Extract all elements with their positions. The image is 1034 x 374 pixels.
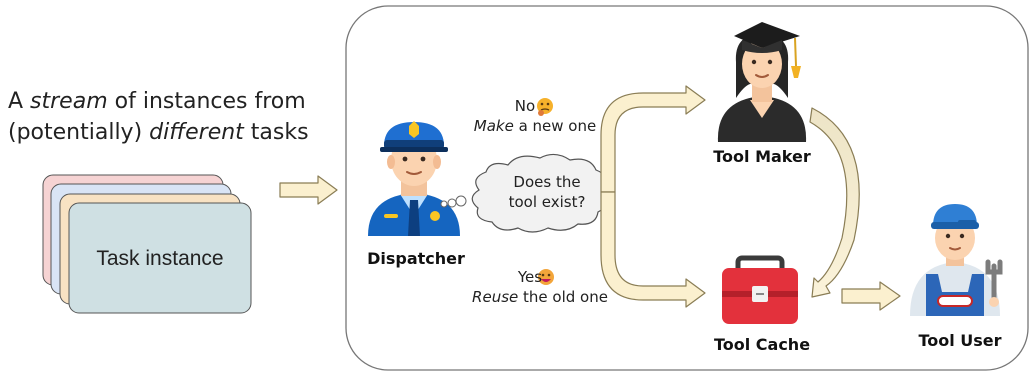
arrow-maker-to-cache bbox=[809, 107, 860, 298]
bubble-line-2: tool exist? bbox=[508, 193, 586, 211]
stream-description: A stream of instances from (potentially)… bbox=[8, 86, 309, 148]
toolbox-icon bbox=[722, 255, 798, 324]
stream-line-2: (potentially) different tasks bbox=[8, 117, 309, 148]
bubble-line-1: Does the bbox=[513, 173, 581, 191]
thought-dot-medium bbox=[447, 198, 457, 208]
dispatcher-label: Dispatcher bbox=[367, 249, 465, 268]
task-instance-label: Task instance bbox=[96, 247, 224, 270]
stream-line-1-emphasis: stream bbox=[30, 89, 108, 114]
arrow-to-tool-cache bbox=[600, 191, 706, 308]
stream-line-2-suffix: tasks bbox=[243, 120, 309, 145]
tool-maker-label: Tool Maker bbox=[713, 147, 811, 166]
task-card-front bbox=[68, 202, 252, 314]
branch-yes-action: Reuse the old one bbox=[455, 287, 625, 307]
branch-no-answer: No bbox=[514, 97, 536, 115]
mechanic-icon bbox=[910, 204, 1003, 316]
branch-yes-action-emphasis: Reuse bbox=[472, 288, 519, 306]
graduate-icon bbox=[717, 22, 807, 142]
thought-dot-small bbox=[440, 200, 448, 208]
stream-line-2-prefix: (potentially) bbox=[8, 120, 150, 145]
thought-dot-large bbox=[455, 195, 467, 207]
branch-no-action-emphasis: Make bbox=[473, 117, 514, 135]
arrow-cache-to-user bbox=[841, 281, 901, 311]
tool-cache-label: Tool Cache bbox=[713, 335, 811, 354]
branch-arrows bbox=[600, 85, 901, 311]
police-officer-icon bbox=[368, 121, 460, 236]
branch-no-action-rest: a new one bbox=[513, 117, 597, 135]
thinking-face-emoji bbox=[537, 98, 553, 116]
branch-yes-answer: Yes bbox=[517, 268, 543, 286]
stream-line-1-suffix: of instances from bbox=[107, 89, 306, 114]
stream-line-2-emphasis: different bbox=[149, 120, 244, 145]
bubble-text: Does the tool exist? bbox=[492, 172, 602, 212]
branch-no-action: Make a new one bbox=[450, 116, 620, 136]
branch-yes-label: Yes Reuse the old one bbox=[455, 267, 625, 307]
arrow-stream-to-dispatcher bbox=[279, 175, 338, 205]
stream-line-1-prefix: A bbox=[8, 89, 31, 114]
branch-yes-action-rest: the old one bbox=[518, 288, 608, 306]
tool-user-label: Tool User bbox=[918, 331, 1002, 350]
grinning-face-emoji bbox=[538, 269, 554, 285]
workflow-panel bbox=[345, 5, 1029, 371]
task-card-stack bbox=[42, 174, 252, 314]
stream-line-1: A stream of instances from bbox=[8, 86, 309, 117]
branch-no-label: No Make a new one bbox=[450, 96, 620, 136]
